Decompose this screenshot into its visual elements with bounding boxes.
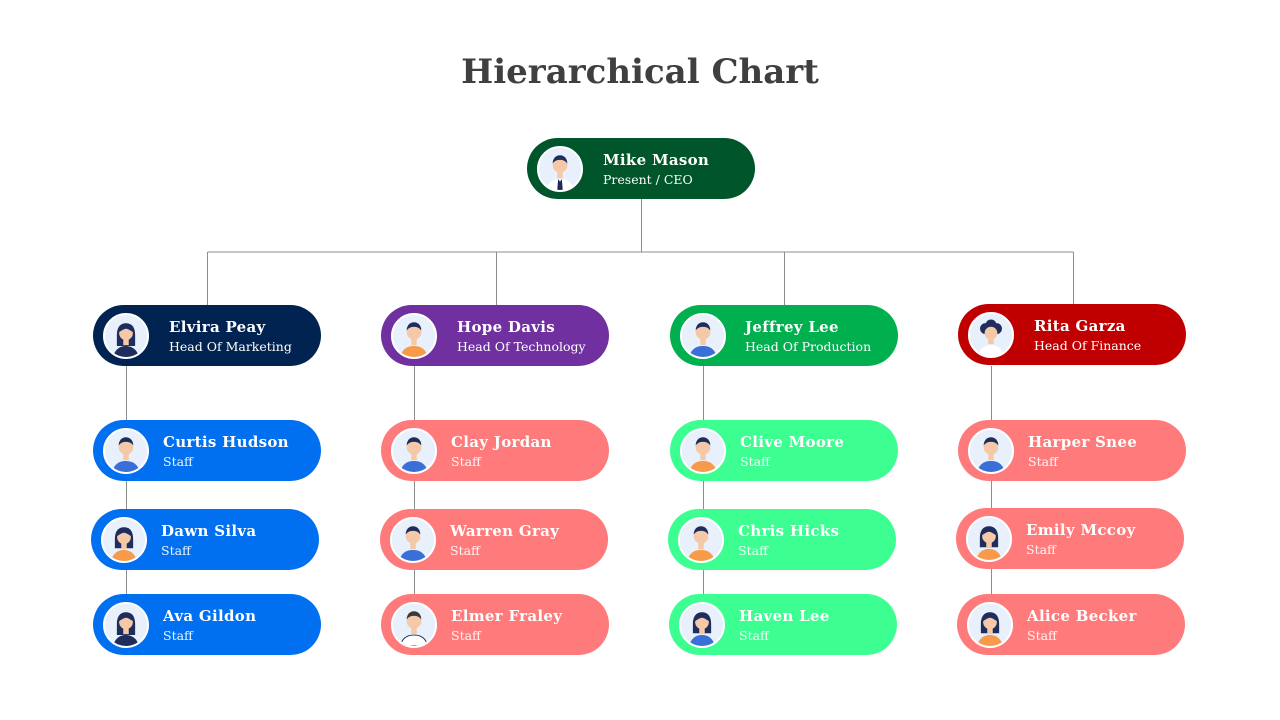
head-role: Head Of Finance — [1034, 338, 1141, 353]
head-node-marketing: Elvira Peay Head Of Marketing — [93, 305, 321, 366]
staff-name: Ava Gildon — [163, 607, 256, 625]
staff-node: Elmer Fraley Staff — [381, 594, 609, 655]
staff-node: Chris Hicks Staff — [668, 509, 896, 570]
avatar — [967, 602, 1013, 648]
staff-name: Emily Mccoy — [1026, 521, 1136, 539]
staff-name: Dawn Silva — [161, 522, 256, 540]
head-role: Head Of Technology — [457, 339, 586, 354]
staff-role: Staff — [1027, 628, 1057, 643]
avatar — [680, 313, 726, 359]
head-node-technology: Hope Davis Head Of Technology — [381, 305, 609, 366]
head-name: Jeffrey Lee — [745, 318, 839, 336]
staff-node: Harper Snee Staff — [958, 420, 1186, 481]
staff-role: Staff — [1026, 542, 1056, 557]
staff-name: Clay Jordan — [451, 433, 552, 451]
avatar — [103, 428, 149, 474]
staff-role: Staff — [161, 543, 191, 558]
staff-node: Alice Becker Staff — [957, 594, 1185, 655]
avatar — [680, 428, 726, 474]
avatar — [391, 602, 437, 648]
staff-name: Chris Hicks — [738, 522, 839, 540]
staff-node: Dawn Silva Staff — [91, 509, 319, 570]
head-role: Head Of Marketing — [169, 339, 292, 354]
staff-name: Curtis Hudson — [163, 433, 289, 451]
staff-node: Haven Lee Staff — [669, 594, 897, 655]
staff-node: Clive Moore Staff — [670, 420, 898, 481]
avatar — [103, 602, 149, 648]
avatar — [537, 146, 583, 192]
staff-role: Staff — [163, 454, 193, 469]
avatar — [966, 516, 1012, 562]
staff-node: Curtis Hudson Staff — [93, 420, 321, 481]
staff-node: Clay Jordan Staff — [381, 420, 609, 481]
staff-name: Elmer Fraley — [451, 607, 562, 625]
ceo-role: Present / CEO — [603, 172, 693, 187]
head-node-finance: Rita Garza Head Of Finance — [958, 304, 1186, 365]
avatar — [390, 517, 436, 563]
head-name: Elvira Peay — [169, 318, 266, 336]
staff-node: Ava Gildon Staff — [93, 594, 321, 655]
head-name: Hope Davis — [457, 318, 555, 336]
staff-role: Staff — [739, 628, 769, 643]
staff-name: Haven Lee — [739, 607, 830, 625]
ceo-node: Mike Mason Present / CEO — [527, 138, 755, 199]
head-role: Head Of Production — [745, 339, 871, 354]
staff-name: Clive Moore — [740, 433, 844, 451]
staff-name: Harper Snee — [1028, 433, 1137, 451]
staff-role: Staff — [450, 543, 480, 558]
staff-role: Staff — [1028, 454, 1058, 469]
staff-node: Emily Mccoy Staff — [956, 508, 1184, 569]
staff-role: Staff — [163, 628, 193, 643]
avatar — [103, 313, 149, 359]
staff-role: Staff — [738, 543, 768, 558]
staff-role: Staff — [740, 454, 770, 469]
staff-role: Staff — [451, 454, 481, 469]
head-name: Rita Garza — [1034, 317, 1126, 335]
avatar — [391, 428, 437, 474]
avatar — [678, 517, 724, 563]
staff-name: Warren Gray — [450, 522, 559, 540]
avatar — [101, 517, 147, 563]
staff-role: Staff — [451, 628, 481, 643]
avatar — [391, 313, 437, 359]
ceo-name: Mike Mason — [603, 151, 709, 169]
avatar — [679, 602, 725, 648]
head-node-production: Jeffrey Lee Head Of Production — [670, 305, 898, 366]
avatar — [968, 312, 1014, 358]
avatar — [968, 428, 1014, 474]
staff-name: Alice Becker — [1027, 607, 1137, 625]
staff-node: Warren Gray Staff — [380, 509, 608, 570]
